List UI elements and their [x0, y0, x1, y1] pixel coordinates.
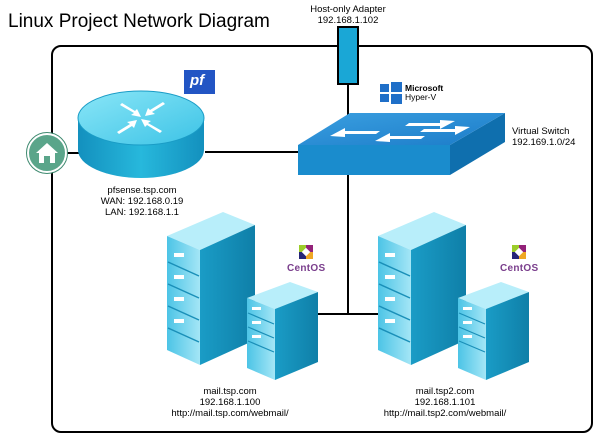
pfsense-wan: WAN: 192.168.0.19	[100, 196, 184, 207]
host-adapter-ip: 192.168.1.102	[317, 15, 379, 26]
centos-label-2: CentOS	[500, 263, 539, 274]
centos-logo-2	[512, 245, 526, 259]
virtual-switch-subnet: 192.169.1.0/24	[512, 137, 576, 148]
pfsense-hostname: pfsense.tsp.com	[107, 185, 177, 196]
server1-icon	[167, 212, 318, 380]
hyperv-logo-line1: Microsoft	[405, 83, 444, 93]
centos-logo-1	[299, 245, 313, 259]
network-boundary	[51, 45, 593, 433]
server2-icon	[378, 212, 529, 380]
host-adapter-icon	[337, 26, 359, 85]
pfsense-lan: LAN: 192.168.1.1	[105, 207, 179, 218]
diagram-title: Linux Project Network Diagram	[8, 11, 270, 32]
router-icon	[77, 90, 205, 178]
server1-hostname: mail.tsp.com	[203, 386, 257, 397]
pfsense-logo	[184, 70, 215, 94]
virtual-switch-icon	[298, 113, 505, 175]
pfsense-logo-text: pf	[190, 72, 205, 89]
home-icon	[26, 132, 68, 174]
hyperv-logo-line2: Hyper-V	[405, 92, 437, 102]
server2-hostname: mail.tsp2.com	[415, 386, 475, 397]
server2-url: http://mail.tsp2.com/webmail/	[383, 408, 507, 419]
server1-url: http://mail.tsp.com/webmail/	[171, 408, 289, 419]
connection-lines	[66, 84, 378, 315]
hyperv-logo	[380, 82, 402, 104]
virtual-switch-label: Virtual Switch	[512, 126, 570, 137]
host-adapter-label: Host-only Adapter	[310, 4, 386, 15]
server2-ip: 192.168.1.101	[414, 397, 476, 408]
centos-label-1: CentOS	[287, 263, 326, 274]
server1-ip: 192.168.1.100	[199, 397, 261, 408]
